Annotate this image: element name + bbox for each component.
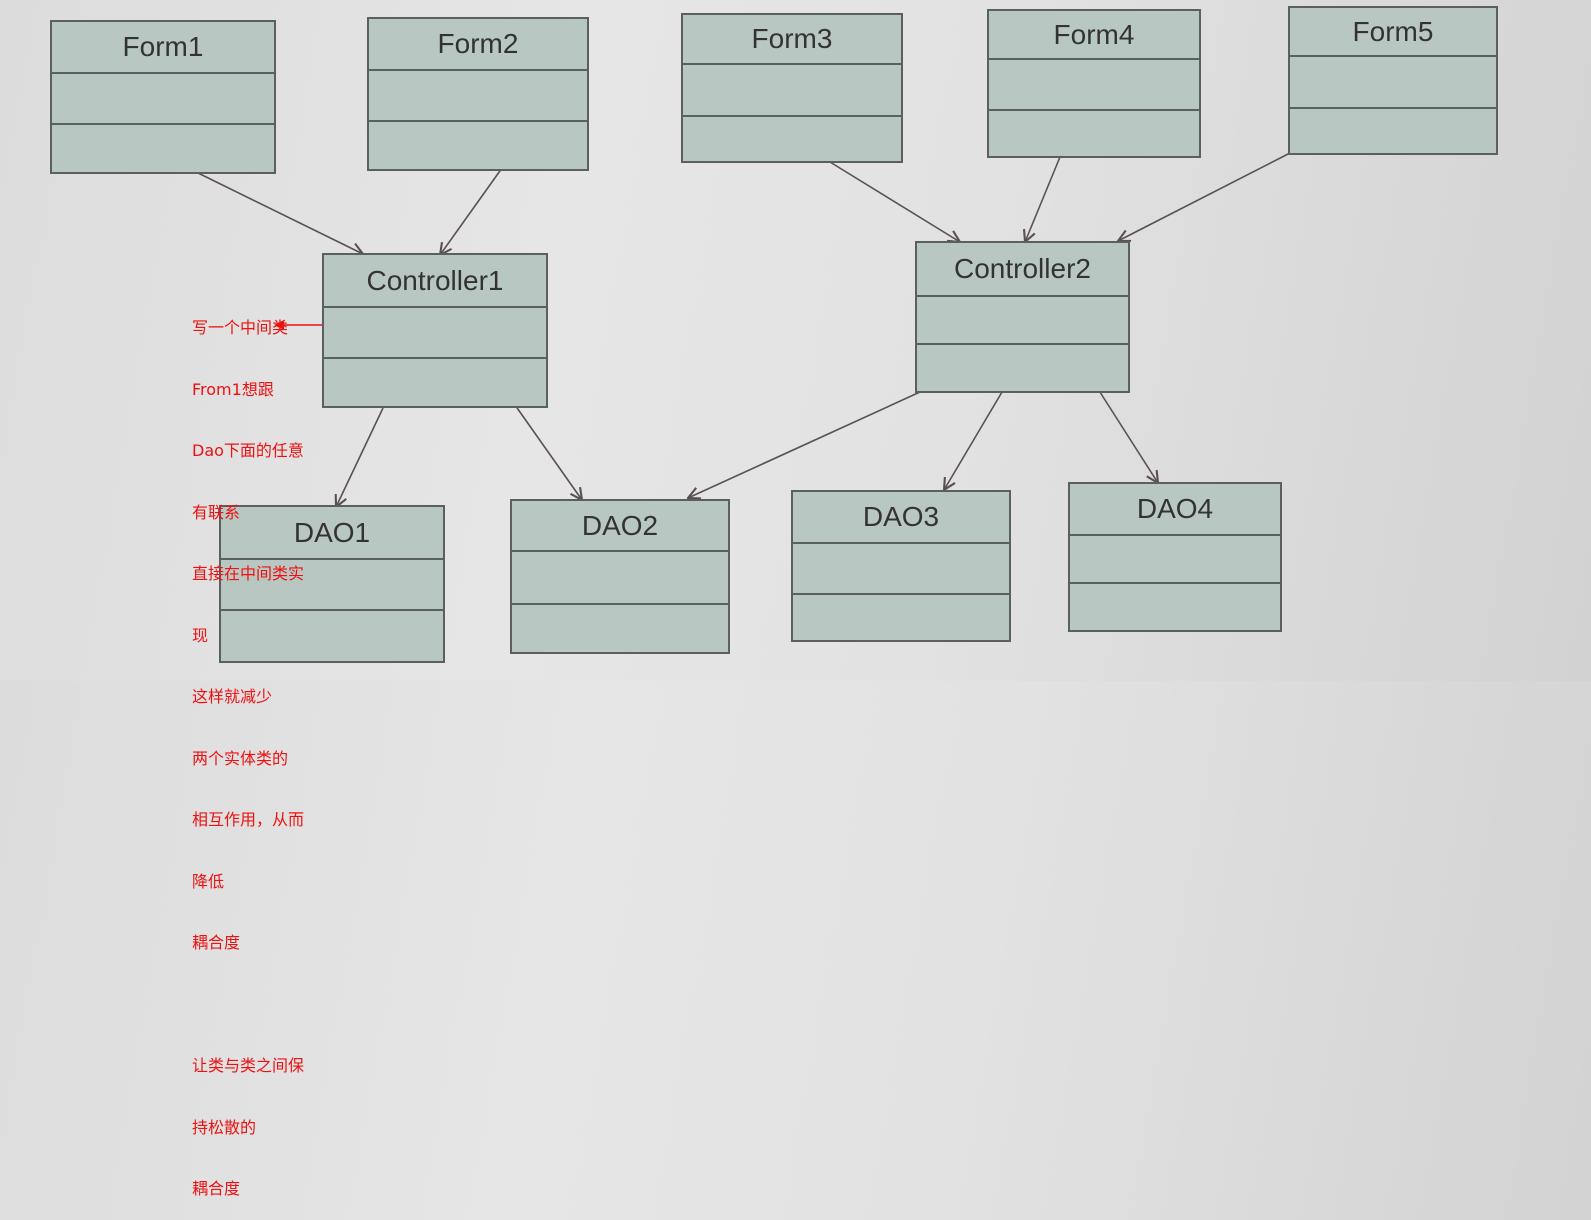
class-dao1-attributes xyxy=(221,560,443,611)
class-form4[interactable]: Form4 xyxy=(987,9,1201,158)
note-line: 耦合度 xyxy=(192,1179,241,1198)
class-controller1-name: Controller1 xyxy=(324,255,546,308)
class-form4-attributes xyxy=(989,60,1199,111)
note-line: 降低 xyxy=(192,871,225,891)
class-dao4-methods xyxy=(1070,584,1280,634)
class-form3-methods xyxy=(683,117,901,165)
class-dao3-attributes xyxy=(793,544,1009,595)
arrow-controller1-dao2 xyxy=(514,404,582,500)
note-line: 持松散的 xyxy=(192,1117,257,1137)
note-line: 两个实体类的 xyxy=(192,748,289,768)
note-line: 现 xyxy=(192,625,209,645)
class-dao2[interactable]: DAO2 xyxy=(510,499,730,654)
class-dao4[interactable]: DAO4 xyxy=(1068,482,1282,632)
class-form2-methods xyxy=(369,122,587,173)
class-form3-attributes xyxy=(683,65,901,117)
class-form1-attributes xyxy=(52,74,274,125)
annotation-note: 写一个中间类 From1想跟 Dao下面的任意 有联系 直接在中间类实 现 这样… xyxy=(192,277,342,1220)
class-form5-attributes xyxy=(1290,57,1496,109)
arrow-form3-controller2 xyxy=(829,161,960,242)
class-dao1[interactable]: DAO1 xyxy=(219,505,445,663)
class-dao2-attributes xyxy=(512,552,728,605)
note-line: From1想跟 xyxy=(192,379,274,399)
note-line: 写一个中间类 xyxy=(192,318,289,337)
class-form4-methods xyxy=(989,111,1199,160)
arrow-form2-controller1 xyxy=(440,167,503,255)
class-controller2-name: Controller2 xyxy=(917,243,1128,297)
class-form1-methods xyxy=(52,125,274,176)
class-dao3-methods xyxy=(793,595,1009,644)
class-dao4-attributes xyxy=(1070,536,1280,584)
class-form5-methods xyxy=(1290,109,1496,157)
note-line: Dao下面的任意 xyxy=(192,441,304,460)
note-line: 相互作用，从而 xyxy=(192,810,305,829)
arrow-form1-controller1 xyxy=(195,171,363,254)
class-controller2-attributes xyxy=(917,297,1128,345)
note-pointer-arrowhead xyxy=(274,320,284,330)
class-dao2-methods xyxy=(512,605,728,656)
class-controller1-attributes xyxy=(324,308,546,359)
arrow-controller2-dao4 xyxy=(1097,388,1158,483)
arrow-controller2-dao3 xyxy=(944,391,1003,490)
note-line: 直接在中间类实 xyxy=(192,564,305,583)
note-line: 耦合度 xyxy=(192,933,241,952)
class-form2[interactable]: Form2 xyxy=(367,17,589,171)
class-form2-name: Form2 xyxy=(369,19,587,71)
class-dao2-name: DAO2 xyxy=(512,501,728,552)
class-form5-name: Form5 xyxy=(1290,8,1496,57)
class-controller2[interactable]: Controller2 xyxy=(915,241,1130,393)
arrow-controller1-dao1 xyxy=(336,407,384,507)
class-controller1-methods xyxy=(324,359,546,410)
class-dao4-name: DAO4 xyxy=(1070,484,1280,536)
class-dao3[interactable]: DAO3 xyxy=(791,490,1011,642)
class-dao3-name: DAO3 xyxy=(793,492,1009,544)
class-controller2-methods xyxy=(917,345,1128,395)
class-controller1[interactable]: Controller1 xyxy=(322,253,548,408)
note-line xyxy=(192,995,342,1016)
arrow-form4-controller2 xyxy=(1025,156,1061,242)
class-form4-name: Form4 xyxy=(989,11,1199,60)
class-form1-name: Form1 xyxy=(52,22,274,74)
note-line: 这样就减少 xyxy=(192,687,273,706)
class-form3-name: Form3 xyxy=(683,15,901,65)
class-form5[interactable]: Form5 xyxy=(1288,6,1498,155)
class-form2-attributes xyxy=(369,71,587,122)
class-dao1-name: DAO1 xyxy=(221,507,443,560)
class-form3[interactable]: Form3 xyxy=(681,13,903,163)
class-form1[interactable]: Form1 xyxy=(50,20,276,174)
arrow-form5-controller2 xyxy=(1118,152,1291,241)
note-line: 让类与类之间保 xyxy=(192,1056,305,1075)
arrow-controller2-dao2 xyxy=(688,391,921,498)
note-line: 有联系 xyxy=(192,502,241,522)
